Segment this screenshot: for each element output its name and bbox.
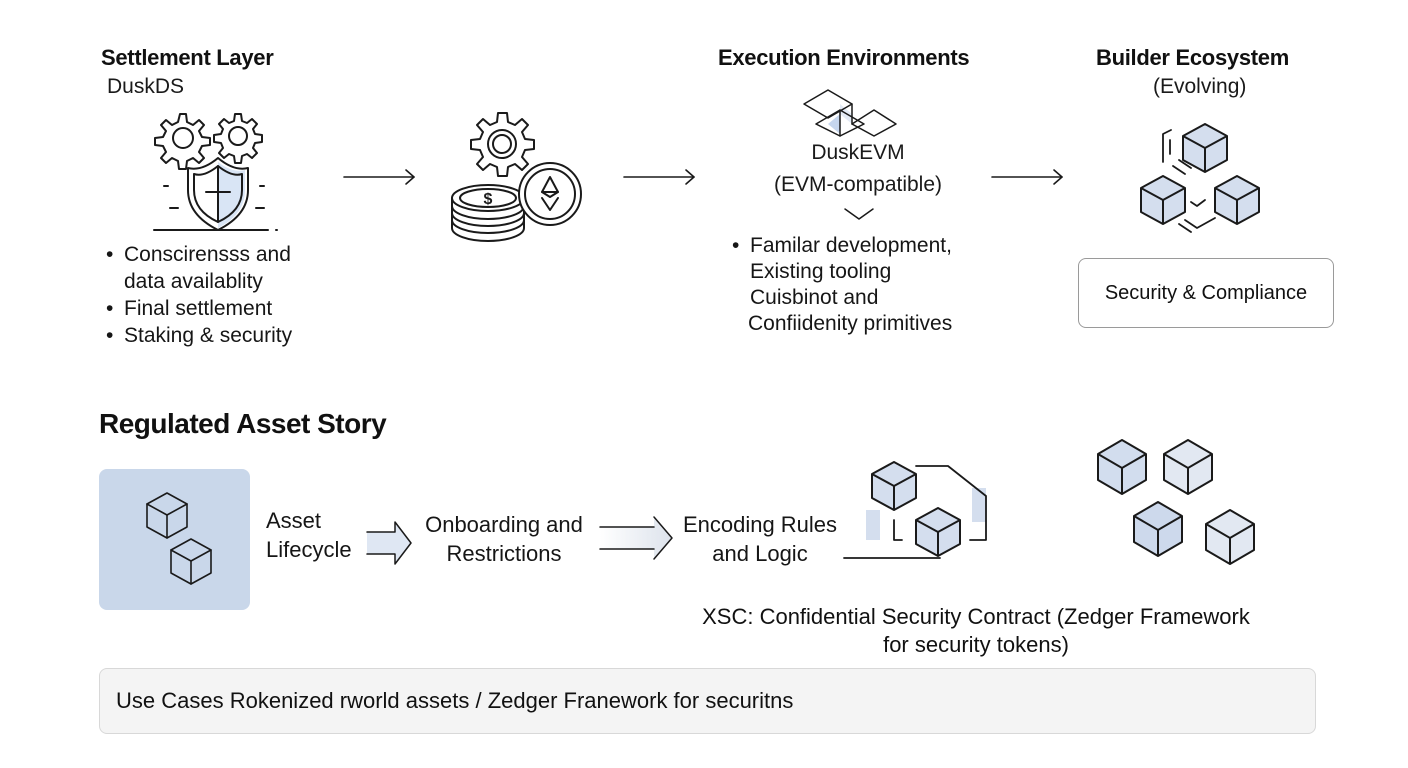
stacked-diamonds-icon [803,89,897,137]
security-compliance-label: Security & Compliance [1104,281,1308,304]
block-arrow-icon [599,516,673,560]
settlement-title: Settlement Layer [101,45,274,70]
cube [1097,439,1147,495]
use-cases-bar: Use Cases Rokenized rworld assets / Zedg… [99,668,1316,734]
bullet-item: Familar development, [732,233,952,259]
settlement-subtitle: DuskDS [107,75,185,98]
step-line: Lifecycle [266,537,352,562]
settlement-bullets: Conscirensss and data availablity Final … [106,241,292,349]
step-line: Restrictions [446,541,562,566]
security-compliance-box[interactable]: Security & Compliance [1078,258,1334,328]
linked-cubes-icon [843,461,987,559]
gear-coins-icon: $ [451,112,582,242]
regulated-title: Regulated Asset Story [99,408,387,439]
bullet-item: data availablity [124,270,263,293]
xsc-line: XSC: Confidential Security Contract (Zed… [702,604,1250,629]
svg-text:$: $ [484,191,493,208]
step-line: Onboarding and [425,512,583,537]
asset-tile [99,469,250,610]
execution-title: Execution Environments [718,45,970,70]
step-asset-lifecycle: Asset Lifecycle [266,506,352,564]
connected-cubes-icon [1140,123,1260,233]
bullet-item: Conscirensss and [106,241,292,268]
block-arrow-icon [366,521,412,565]
execution-bullets: Familar development, Existing tooling Cu… [732,233,952,337]
cube [871,461,917,511]
use-cases-text: Use Cases Rokenized rworld assets / Zedg… [116,688,794,713]
bullet-item: Confiidenity primitives [748,312,953,335]
step-encoding: Encoding Rules and Logic [676,510,844,568]
bullet-item: Cuisbinot and [750,286,879,309]
arrow-right-icon [623,169,695,185]
step-onboarding: Onboarding and Restrictions [414,510,594,568]
xsc-caption: XSC: Confidential Security Contract (Zed… [660,603,1292,659]
builder-subtitle: (Evolving) [1153,75,1247,98]
xsc-line: for security tokens) [883,632,1069,657]
step-line: Encoding Rules [682,512,838,537]
bullet-item: Final settlement [106,295,292,322]
cube [1205,509,1255,565]
arrow-right-icon [991,169,1063,185]
cube [1182,123,1228,173]
builder-title: Builder Ecosystem [1096,45,1289,70]
step-line: and Logic [712,541,808,566]
chevron-down-icon [844,208,874,220]
cube [1163,439,1213,495]
bullet-item: Staking & security [106,322,292,349]
cube [915,507,961,557]
cube [1140,175,1186,225]
step-line: Asset [266,508,322,533]
execution-subtitle: (EVM-compatible) [773,173,943,196]
arrow-right-icon [343,169,415,185]
gears-shield-icon [153,113,278,231]
cube-cluster-icon [1097,439,1255,565]
execution-name: DuskEVM [811,141,905,164]
bullet-item: Existing tooling [750,260,892,283]
cube [1214,175,1260,225]
cube [1133,501,1183,557]
two-cubes-icon [146,492,212,585]
